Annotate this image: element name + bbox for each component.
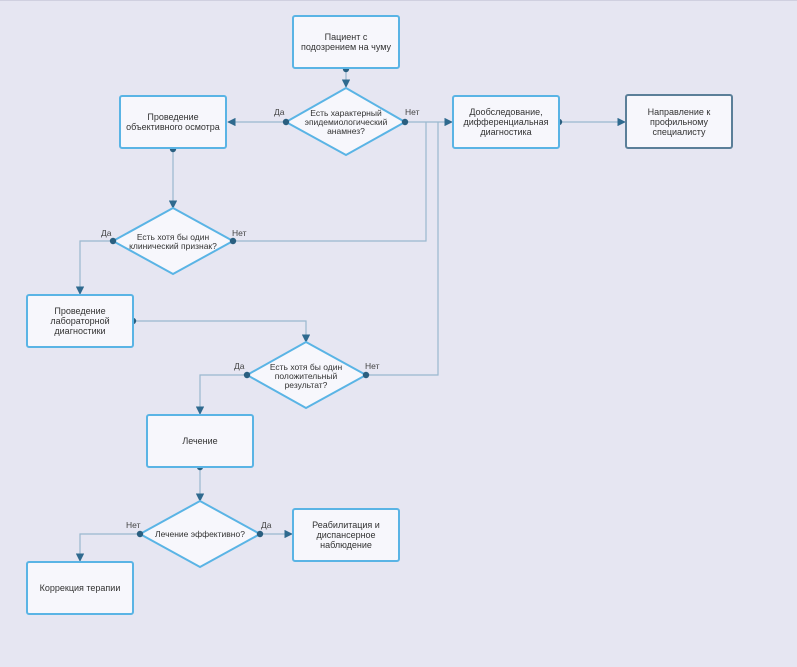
node-lab[interactable]: Проведение лабораторной диагностики xyxy=(26,294,134,348)
edge-clinical-no-to-further xyxy=(233,122,427,242)
decision-effective-shape xyxy=(137,499,263,569)
port-dot xyxy=(401,118,409,126)
port-dot xyxy=(243,371,251,379)
edge-lab-to-positive xyxy=(133,320,311,343)
branch-yes-label: Да xyxy=(261,520,272,530)
decision-positive-shape xyxy=(244,340,369,410)
port-dot xyxy=(229,237,237,245)
node-rehab[interactable]: Реабилитация и диспансерное наблюдение xyxy=(292,508,400,562)
branch-yes-label: Да xyxy=(234,361,245,371)
node-further-exam[interactable]: Дообследование, дифференциальная диагнос… xyxy=(452,95,560,149)
branch-no-label: Нет xyxy=(365,361,380,371)
port-dot xyxy=(109,237,117,245)
branch-yes-label: Да xyxy=(101,228,112,238)
node-correction[interactable]: Коррекция терапии xyxy=(26,561,134,615)
branch-no-label: Нет xyxy=(232,228,247,238)
port-dot xyxy=(136,530,144,538)
edge-positive-yes-to-treatment xyxy=(195,374,247,415)
node-treatment[interactable]: Лечение xyxy=(146,414,254,468)
port-dot xyxy=(282,118,290,126)
edge-positive-no-to-further xyxy=(366,122,439,376)
port-dot xyxy=(256,530,264,538)
node-start[interactable]: Пациент с подозрением на чуму xyxy=(292,15,400,69)
node-exam[interactable]: Проведение объективного осмотра xyxy=(119,95,227,149)
port-dot xyxy=(362,371,370,379)
edge-clinical-yes-to-lab xyxy=(75,240,113,295)
branch-no-label: Нет xyxy=(126,520,141,530)
node-referral[interactable]: Направление к профильному специалисту xyxy=(625,94,733,149)
decision-clinical-shape xyxy=(110,206,236,276)
branch-no-label: Нет xyxy=(405,107,420,117)
edge-effective-no-to-correction xyxy=(75,533,140,562)
decision-anamnesis-shape xyxy=(283,86,408,157)
branch-yes-label: Да xyxy=(274,107,285,117)
